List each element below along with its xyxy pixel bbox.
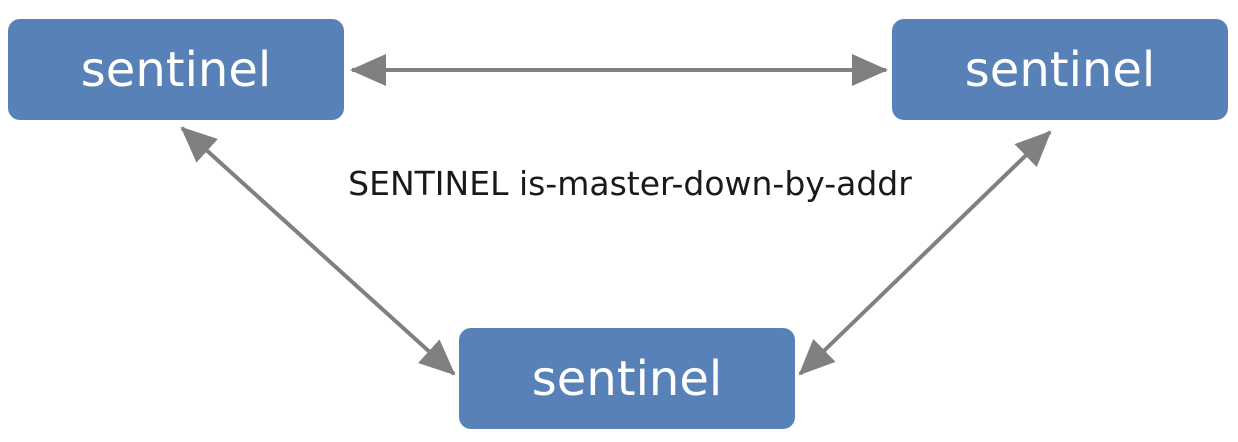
- sentinel-node-bottom: sentinel: [459, 328, 795, 429]
- sentinel-node-top-left: sentinel: [8, 19, 344, 120]
- edge-label: SENTINEL is-master-down-by-addr: [348, 163, 912, 203]
- double-arrow-left-diagonal: [180, 126, 456, 376]
- sentinel-node-label: sentinel: [531, 350, 723, 407]
- double-arrow-right-diagonal: [798, 130, 1052, 376]
- sentinel-node-label: sentinel: [80, 41, 272, 98]
- sentinel-node-label: sentinel: [964, 41, 1156, 98]
- sentinel-node-top-right: sentinel: [892, 19, 1228, 120]
